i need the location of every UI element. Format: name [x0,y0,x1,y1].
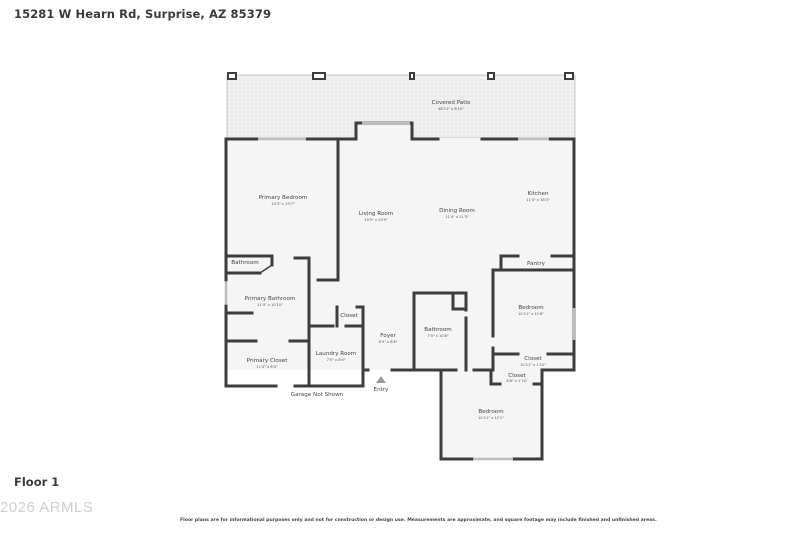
svg-text:Bedroom: Bedroom [478,409,503,415]
walls [224,121,576,461]
room-bedroom-east: Bedroom 10'11" x 11'6" [518,305,544,316]
patio-post [409,72,415,80]
svg-text:Closet: Closet [340,313,358,319]
room-laundry-room: Laundry Room 7'5" x 8'4" [316,351,357,362]
room-bathroom: Bathroom 7'0" x 10'8" [424,327,451,338]
room-bedroom-south: Bedroom 10'11" x 12'1" [478,409,504,420]
room-closet-east: Closet 10'11" x 1'10" [520,356,546,367]
room-bathroom-small: Bathroom [231,260,258,266]
room-closet-south: Closet 6'8" x 1'10" [506,373,527,383]
entry-label: Entry [374,387,390,393]
entry-arrow-icon [376,376,386,383]
disclaimer-text: Floor plans are for informational purpos… [180,518,657,523]
patio-post [564,72,574,80]
room-primary-closet: Primary Closet 11'4" x 6'4" [247,358,289,369]
room-dining-room: Dining Room 11'4" x 21'3" [439,208,475,219]
svg-text:Pantry: Pantry [527,261,546,267]
garage-label: Garage Not Shown [291,392,344,398]
copyright-watermark: 2026 ARMLS [0,499,94,516]
patio-post [312,72,326,80]
property-address: 15281 W Hearn Rd, Surprise, AZ 85379 [14,7,272,21]
interior-floor [226,123,574,459]
svg-text:10'11" x 1'10": 10'11" x 1'10" [520,363,546,367]
svg-text:10'11" x 11'6": 10'11" x 11'6" [518,312,544,316]
svg-text:Living Room: Living Room [359,211,393,217]
svg-text:11'4" x 6'4": 11'4" x 6'4" [256,365,277,369]
svg-text:Bedroom: Bedroom [518,305,543,311]
room-foyer: Foyer 6'9" x 8'6" [379,333,398,344]
svg-text:48'11" x 8'10": 48'11" x 8'10" [438,107,464,111]
svg-text:Closet: Closet [524,356,542,362]
svg-text:10'11" x 12'1": 10'11" x 12'1" [478,416,504,420]
patio-post [227,72,237,80]
room-living-room: Living Room 10'5" x 25'9" [359,211,393,222]
room-covered-patio: Covered Patio 48'11" x 8'10" [432,100,471,111]
svg-text:6'8" x 1'10": 6'8" x 1'10" [506,379,527,383]
svg-text:7'5" x 8'4": 7'5" x 8'4" [327,358,346,362]
svg-text:Bathroom: Bathroom [231,260,258,266]
svg-text:11'4" x 21'3": 11'4" x 21'3" [445,215,469,219]
room-kitchen: Kitchen 11'4" x 18'3" [526,191,550,202]
svg-text:Closet: Closet [508,373,526,379]
svg-text:11'4" x 18'3": 11'4" x 18'3" [526,198,550,202]
svg-text:10'5" x 25'9": 10'5" x 25'9" [364,218,388,222]
svg-text:15'3" x 19'7": 15'3" x 19'7" [271,202,295,206]
covered-patio [226,72,576,139]
svg-text:Laundry Room: Laundry Room [316,351,357,357]
room-primary-bedroom: Primary Bedroom 15'3" x 19'7" [259,195,308,206]
svg-text:11'4" x 10'10": 11'4" x 10'10" [257,303,283,307]
windows [224,121,576,461]
floor-label: Floor 1 [14,475,60,489]
patio-post [487,72,495,80]
room-primary-bathroom: Primary Bathroom 11'4" x 10'10" [245,296,296,307]
svg-text:Primary Bathroom: Primary Bathroom [245,296,296,302]
svg-text:Primary Closet: Primary Closet [247,358,289,364]
svg-text:7'0" x 10'8": 7'0" x 10'8" [427,334,448,338]
svg-text:Dining Room: Dining Room [439,208,475,214]
room-closet-small: Closet [340,313,358,319]
svg-text:Bathroom: Bathroom [424,327,451,333]
room-pantry: Pantry [527,261,546,267]
svg-text:Kitchen: Kitchen [527,191,548,197]
svg-text:Foyer: Foyer [380,333,396,339]
svg-text:Primary Bedroom: Primary Bedroom [259,195,308,201]
svg-text:6'9" x 8'6": 6'9" x 8'6" [379,340,398,344]
svg-text:Covered Patio: Covered Patio [432,100,471,106]
